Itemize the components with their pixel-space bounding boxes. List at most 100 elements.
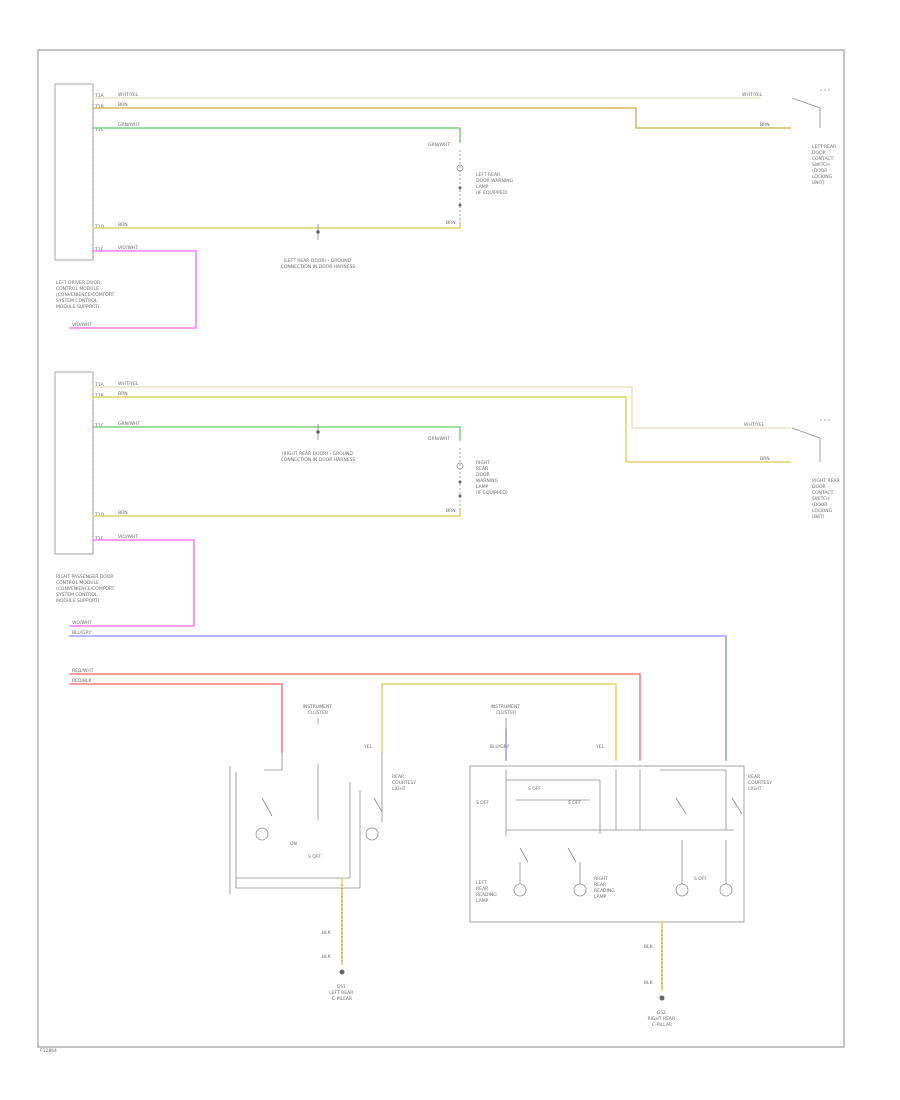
module-pin-label: T1E [94,536,104,542]
module-pin-label: T1D [94,224,105,230]
lamp-terminal-icon [458,494,462,498]
wire-brn [92,107,791,129]
wire-brn-lower-2 [92,509,461,517]
reading-lamp-icon [719,883,733,897]
right-rear-door-switch-icon [791,427,821,439]
wire-label: GRN/WHT [118,421,140,427]
lamp-terminal-icon [458,203,462,207]
wire-label: WHT/YEL [744,422,765,428]
note-label: S OFF [528,786,541,792]
switch-contact-icon [519,847,529,863]
note-label: ON [290,841,297,847]
lamp-terminal-icon [458,480,462,484]
wire-label: BRN [760,456,770,462]
wire-label: BLK [322,930,332,936]
rear-courtesy-light-label-2: REAR COURTESY LIGHT [748,774,773,792]
wire-vio-wht-2 [69,539,195,627]
note-label: S OFF [308,854,321,860]
wire-label: WHT/YEL [118,92,139,98]
ground-connection-icon [316,230,320,234]
module-pin-label: T1B [94,393,104,399]
reading-lamp-icon [573,883,587,897]
rear-reading-lamp-module [469,765,745,923]
page-code: F12864 [40,1048,57,1054]
switch-contact-icon [567,847,577,863]
module-pin-label: T1B [94,104,104,110]
left-rear-lamp-label: LEFT REAR DOOR WARNING LAMP (IF EQUIPPED… [476,172,515,196]
switch-contact-icon [373,797,383,813]
wire-label: BLU/GRY [490,744,510,750]
wire-label: BRN [118,510,128,516]
rear-courtesy-light-label: REAR COURTESY LIGHT [392,774,417,792]
diagram-frame [37,49,845,1048]
wire-wht-yel-2 [92,386,791,429]
module-pin-label: T1D [94,512,105,518]
left-reading-lamp-label: LEFT REAR READING LAMP [476,880,498,904]
left-rear-door-switch-icon [791,97,821,109]
right-rear-door-switch-label: RIGHT REAR DOOR CONTACT SWITCH (DOOR LOC… [812,478,841,520]
wire-label: BLU/GRY [72,630,92,636]
left-door-control-module [54,83,94,261]
wire-label: BLK [322,954,332,960]
wire-label: VIO/WHT [118,534,138,540]
wire-brn-2 [92,396,791,463]
wire-label: GRN/WHT [428,436,450,442]
wire-label: VIO/WHT [118,245,138,251]
courtesy-light-icon [255,827,269,841]
wire-red-blk [69,683,283,753]
wire-red-wht [69,673,641,761]
wire-blu-gry [69,635,727,761]
left-rear-door-switch-label: LEFT REAR DOOR CONTACT SWITCH (DOOR LOCK… [812,144,838,186]
right-module-label: RIGHT PASSENGER DOOR CONTROL MODULE (CON… [56,574,116,604]
instrument-cluster-label: INSTRUMENT CLUSTER [491,704,522,716]
wire-grn-wht-2 [92,426,461,441]
wire-label: GRN/WHT [118,122,140,128]
wire-vio-wht [69,250,197,329]
courtesy-light-icon [365,827,379,841]
module-pin-label: T1A [94,382,105,388]
switch-contact-icon [731,797,743,815]
wire-label: WHT/YEL [118,381,139,387]
wire-brn-lower [92,221,461,229]
module-pin-label: T1E [94,247,104,253]
ground-icon [659,995,665,1001]
module-pin-label: T1C [94,127,104,133]
wire-grn-wht [92,127,461,143]
wire-label: BRN [760,122,770,128]
wire-label: BRN [118,391,128,397]
wire-yel-left [381,683,617,761]
ground-right-label: (RIGHT REAR DOOR) - GROUND CONNECTION IN… [281,451,356,463]
ground-g51-label: G51 LEFT REAR C-PILLAR [329,984,355,1002]
right-reading-lamp-label: RIGHT REAR READING LAMP [594,876,616,900]
wire-label: BLK [644,944,654,950]
wire-label: BRN [446,220,456,226]
wire-label: VIO/WHT [72,322,92,328]
wire-label: BRN [118,102,128,108]
right-rear-lamp-icon [456,462,464,470]
wire-label: RED/WHT [72,668,94,674]
switch-contact-icon [675,797,687,815]
module-pin-label: T1A [94,93,105,99]
wire-label: BRN [118,222,128,228]
lamp-terminal-icon [458,186,462,190]
switch-contact-icon [261,797,273,817]
wire-label: GRN/WHT [428,142,450,148]
ground-left-label: (LEFT REAR DOOR) - GROUND CONNECTION IN … [281,258,356,270]
instrument-cluster-label: INSTRUMENT CLUSTER [303,704,334,716]
right-door-control-module [54,371,94,555]
wire-label: WHT/YEL [742,92,763,98]
module-pin-label: T1C [94,423,104,429]
note-label: S OFF [568,800,581,806]
wire-label: BRN [446,508,456,514]
reading-lamp-icon [513,883,527,897]
ground-connection-icon [316,430,320,434]
wire-label: BLK [644,980,654,986]
wire-label: VIO/WHT [72,620,92,626]
wire-label: YEL [363,744,373,750]
ground-g52-label: G52 RIGHT REAR C-PILLAR [647,1010,676,1028]
note-label: S OFF [694,876,707,882]
reading-lamp-icon [675,883,689,897]
right-rear-lamp-label: RIGHT REAR DOOR WARNING LAMP (IF EQUIPPE… [476,460,508,496]
note-label: S OFF [476,800,489,806]
